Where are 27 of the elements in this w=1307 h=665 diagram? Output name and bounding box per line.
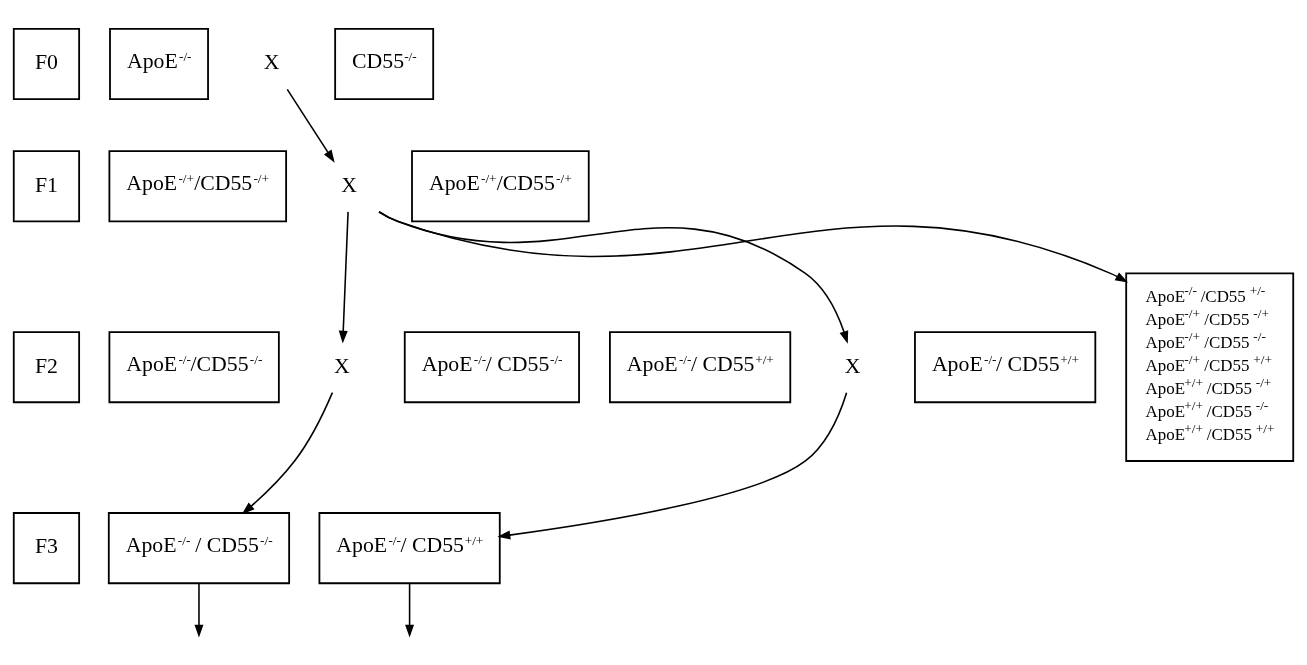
arrow [378,210,849,344]
node-box: ApoE$^{-/-}$/ CD55$^{-/-}$ [403,331,580,404]
node-text: X [844,353,861,378]
arrow [338,211,349,344]
node-box: F1 [12,150,81,223]
node-box: ApoE$^{-/-}$/ CD55$^{+/+}$ [318,512,501,585]
node-box: ApoE$^{-/+}$/CD55$^{-/+}$ [108,150,288,223]
node-box: ApoE$^{-/-}$/ CD55$^{+/+}$ [609,331,792,404]
node-box: F3 [12,512,81,585]
node-box: ApoE$^{-/-}$ /CD55 $^{+/-}$ ApoE$^{-/+}$ /CD55 $^{-/+}$ ApoE$^{-/+}$ /CD55 $^{-/-}$ ApoE$^{-/+}$ /CD55 $^{+/+}$ ApoE$^{+/+}$ /CD55 $^{-/+}$ ApoE$^{+/+}$ /CD55 $^{-/-}$ ApoE$^{+/+}$ /CD55 $^{+/+}$ [1125,272,1295,462]
node-box: F0 [12,27,81,100]
node-box: ApoE$^{-/-}$/CD55$^{-/-}$ [108,331,280,404]
node-box: ApoE$^{-/-}$ [109,27,209,100]
arrow [241,391,334,515]
node-box: ApoE$^{-/-}$/ CD55$^{+/+}$ [914,331,1097,404]
arrow [378,211,1129,283]
node-text: X [263,50,280,75]
node-box: ApoE$^{-/+}$/CD55$^{-/+}$ [411,150,590,223]
node-text: X [341,172,357,197]
node-box: F2 [12,331,81,404]
arrow [497,391,848,540]
node-text: X [333,353,350,378]
node-box: ApoE$^{-/-}$ / CD55$^{-/-}$ [107,512,291,585]
arrow [405,582,415,638]
arrow [194,582,204,638]
arrow [286,88,335,163]
node-box: CD55$^{-/-}$ [334,27,435,100]
